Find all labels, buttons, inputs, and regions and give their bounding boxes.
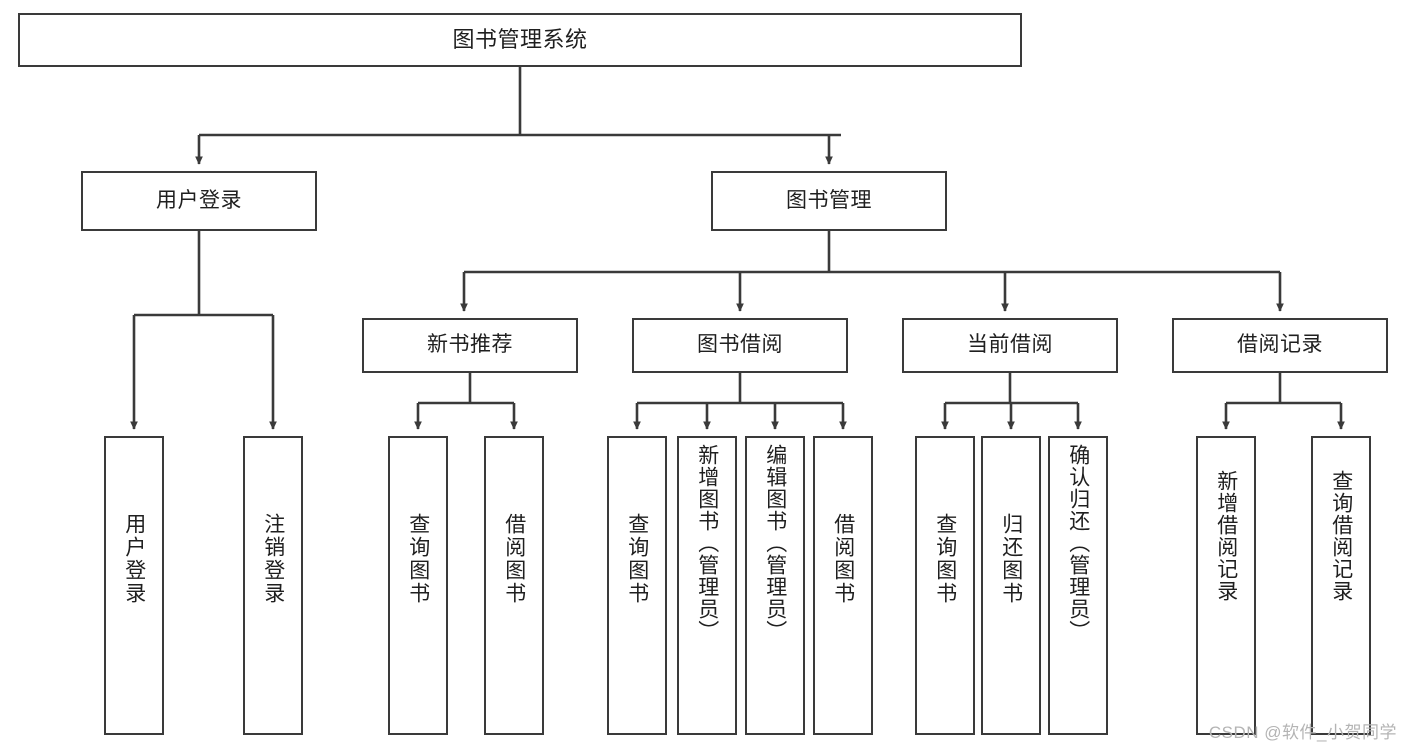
node-leaf-query-book-bor[interactable]: 查询图书 [607,436,667,735]
node-leaf-user-login[interactable]: 用户登录 [104,436,164,735]
node-leaf-query-book-cur-label: 查询图书 [933,513,957,605]
node-leaf-borrow-book-rec[interactable]: 借阅图书 [484,436,544,735]
node-leaf-query-book-rec[interactable]: 查询图书 [388,436,448,735]
node-leaf-borrow-book-rec-label: 借阅图书 [502,513,526,605]
node-leaf-query-book-rec-label: 查询图书 [406,513,430,605]
node-book-borrow[interactable]: 图书借阅 [632,318,848,373]
node-book-borrow-label: 图书借阅 [697,333,783,357]
node-user-login[interactable]: 用户登录 [81,171,317,231]
node-leaf-user-login-label: 用户登录 [122,513,146,605]
node-leaf-query-book-bor-label: 查询图书 [625,513,649,605]
node-leaf-edit-book-admin-label: 编辑图书（管理员） [763,444,787,642]
node-leaf-logout[interactable]: 注销登录 [243,436,303,735]
node-leaf-add-borrow-record-label: 新增借阅记录 [1214,470,1238,602]
node-leaf-borrow-book-bor[interactable]: 借阅图书 [813,436,873,735]
node-leaf-confirm-return-label: 确认归还（管理员） [1066,444,1090,642]
node-borrow-record[interactable]: 借阅记录 [1172,318,1388,373]
node-leaf-query-book-cur[interactable]: 查询图书 [915,436,975,735]
node-leaf-logout-label: 注销登录 [261,513,285,605]
node-book-manage[interactable]: 图书管理 [711,171,947,231]
node-new-book-recommend[interactable]: 新书推荐 [362,318,578,373]
node-leaf-add-book-admin-label: 新增图书（管理员） [695,444,719,642]
csdn-watermark: CSDN @软件_小贺同学 [1208,723,1397,742]
node-leaf-add-book-admin[interactable]: 新增图书（管理员） [677,436,737,735]
node-root[interactable]: 图书管理系统 [18,13,1022,67]
node-new-book-recommend-label: 新书推荐 [427,333,513,357]
node-leaf-query-borrow-record-label: 查询借阅记录 [1329,470,1353,602]
node-leaf-confirm-return[interactable]: 确认归还（管理员） [1048,436,1108,735]
node-leaf-borrow-book-bor-label: 借阅图书 [831,513,855,605]
node-current-borrow[interactable]: 当前借阅 [902,318,1118,373]
node-root-label: 图书管理系统 [452,27,588,53]
node-book-manage-label: 图书管理 [786,188,872,212]
node-user-login-label: 用户登录 [156,188,242,212]
node-leaf-edit-book-admin[interactable]: 编辑图书（管理员） [745,436,805,735]
node-leaf-return-book-label: 归还图书 [999,513,1023,605]
node-leaf-query-borrow-record[interactable]: 查询借阅记录 [1311,436,1371,735]
node-borrow-record-label: 借阅记录 [1237,333,1323,357]
node-leaf-return-book[interactable]: 归还图书 [981,436,1041,735]
node-current-borrow-label: 当前借阅 [967,333,1053,357]
node-leaf-add-borrow-record[interactable]: 新增借阅记录 [1196,436,1256,735]
